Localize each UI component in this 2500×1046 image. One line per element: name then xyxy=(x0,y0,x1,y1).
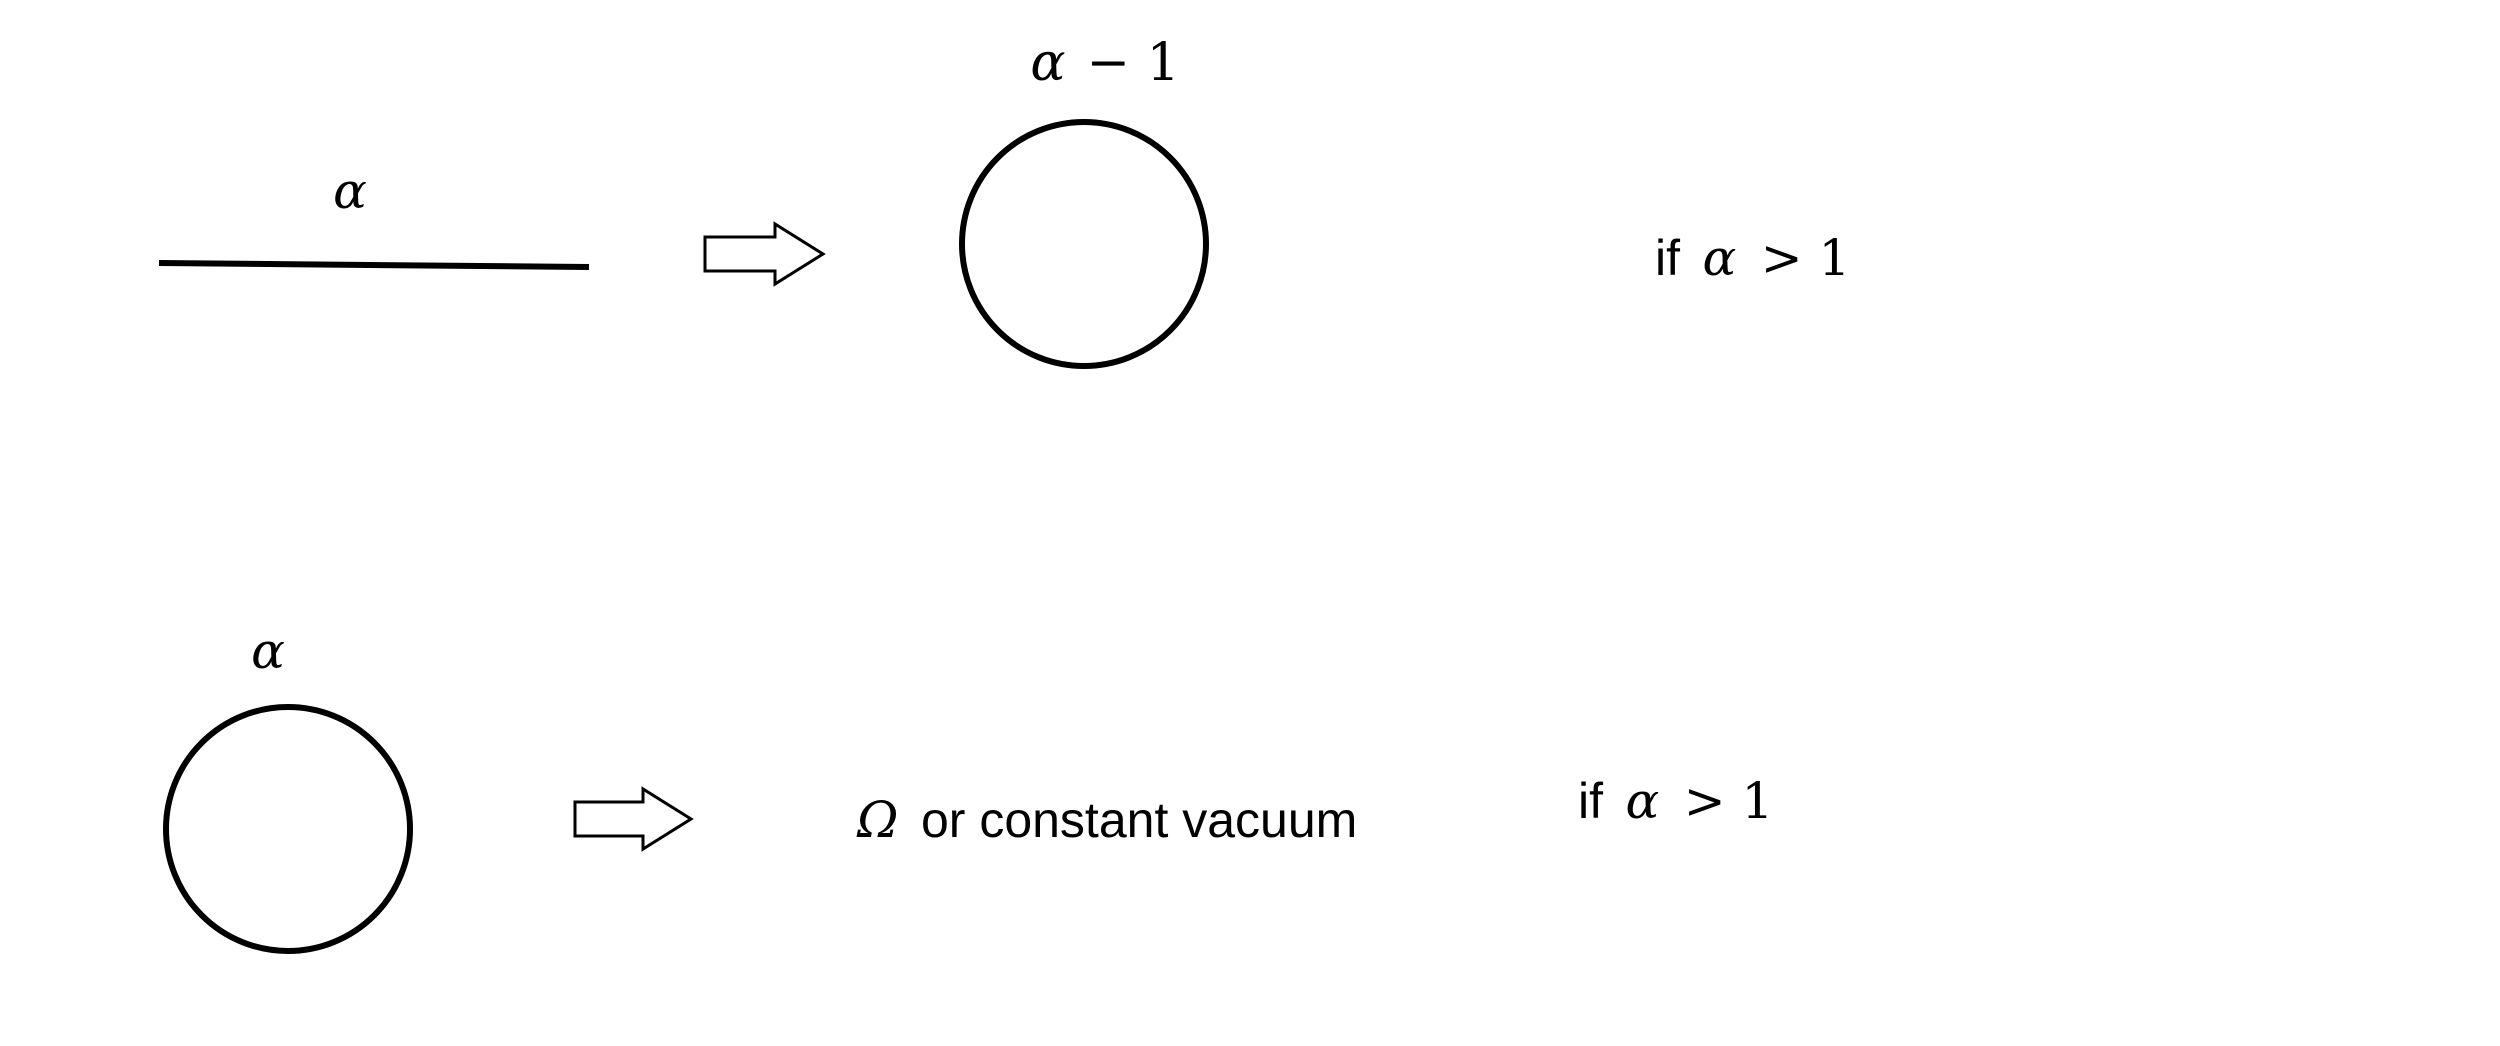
right-arrow-icon xyxy=(573,786,694,852)
circle-shape xyxy=(163,704,413,954)
line-segment-label: α xyxy=(333,162,367,220)
row-1: α α − 1 if α > 1 xyxy=(158,33,1850,369)
row-2: α Ω or constant vacuum if α > 1 xyxy=(163,622,1773,954)
circle-label: α − 1 xyxy=(1030,33,1179,93)
condition-text: if α > 1 xyxy=(1655,229,1850,287)
condition-text: if α > 1 xyxy=(1578,772,1773,830)
result-text: Ω or constant vacuum xyxy=(856,791,1357,849)
line-segment xyxy=(158,260,590,270)
circle-label: α xyxy=(251,622,285,680)
right-arrow-icon xyxy=(703,221,826,287)
circle-shape xyxy=(959,119,1209,369)
